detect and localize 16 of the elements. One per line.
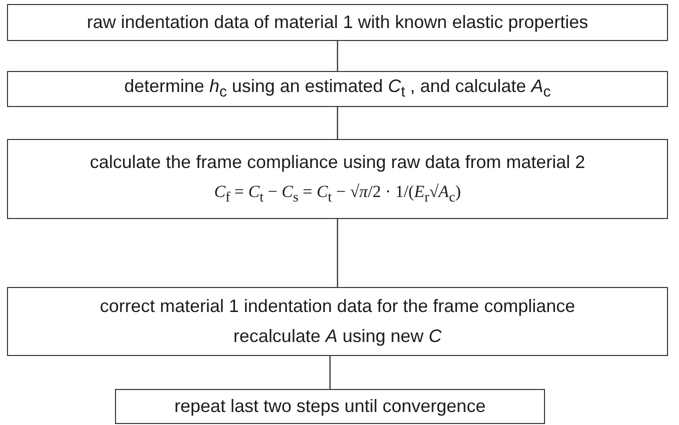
- process-box: [115, 389, 545, 424]
- step-text: determine h$_{c}$ using an estimated C$_{t}$ , and calculate A$_{c}$: [124, 75, 551, 103]
- step-text: raw indentation data of material 1 with known elastic properties: [86, 10, 588, 34]
- connector-line: [336, 219, 338, 287]
- process-box: [7, 71, 668, 107]
- step-text: repeat last two steps until convergence: [174, 394, 486, 418]
- connector-line: [336, 41, 338, 71]
- connector-line: [329, 356, 331, 389]
- process-box: [7, 139, 668, 219]
- connector-line: [336, 107, 338, 139]
- process-box: [7, 4, 668, 41]
- step-text: correct material 1 indentation data for the frame compliance: [100, 295, 576, 318]
- step-text: calculate the frame compliance using raw data from material 2: [90, 151, 586, 174]
- process-box: [7, 287, 668, 356]
- formula: C$_{f}$ = C$_{t}$ − C$_{s}$ = C$_{t}$ − √π/2 · 1/(E$_{r}$√A$_{c}$): [214, 180, 461, 207]
- step-text: recalculate A using new C: [233, 324, 442, 348]
